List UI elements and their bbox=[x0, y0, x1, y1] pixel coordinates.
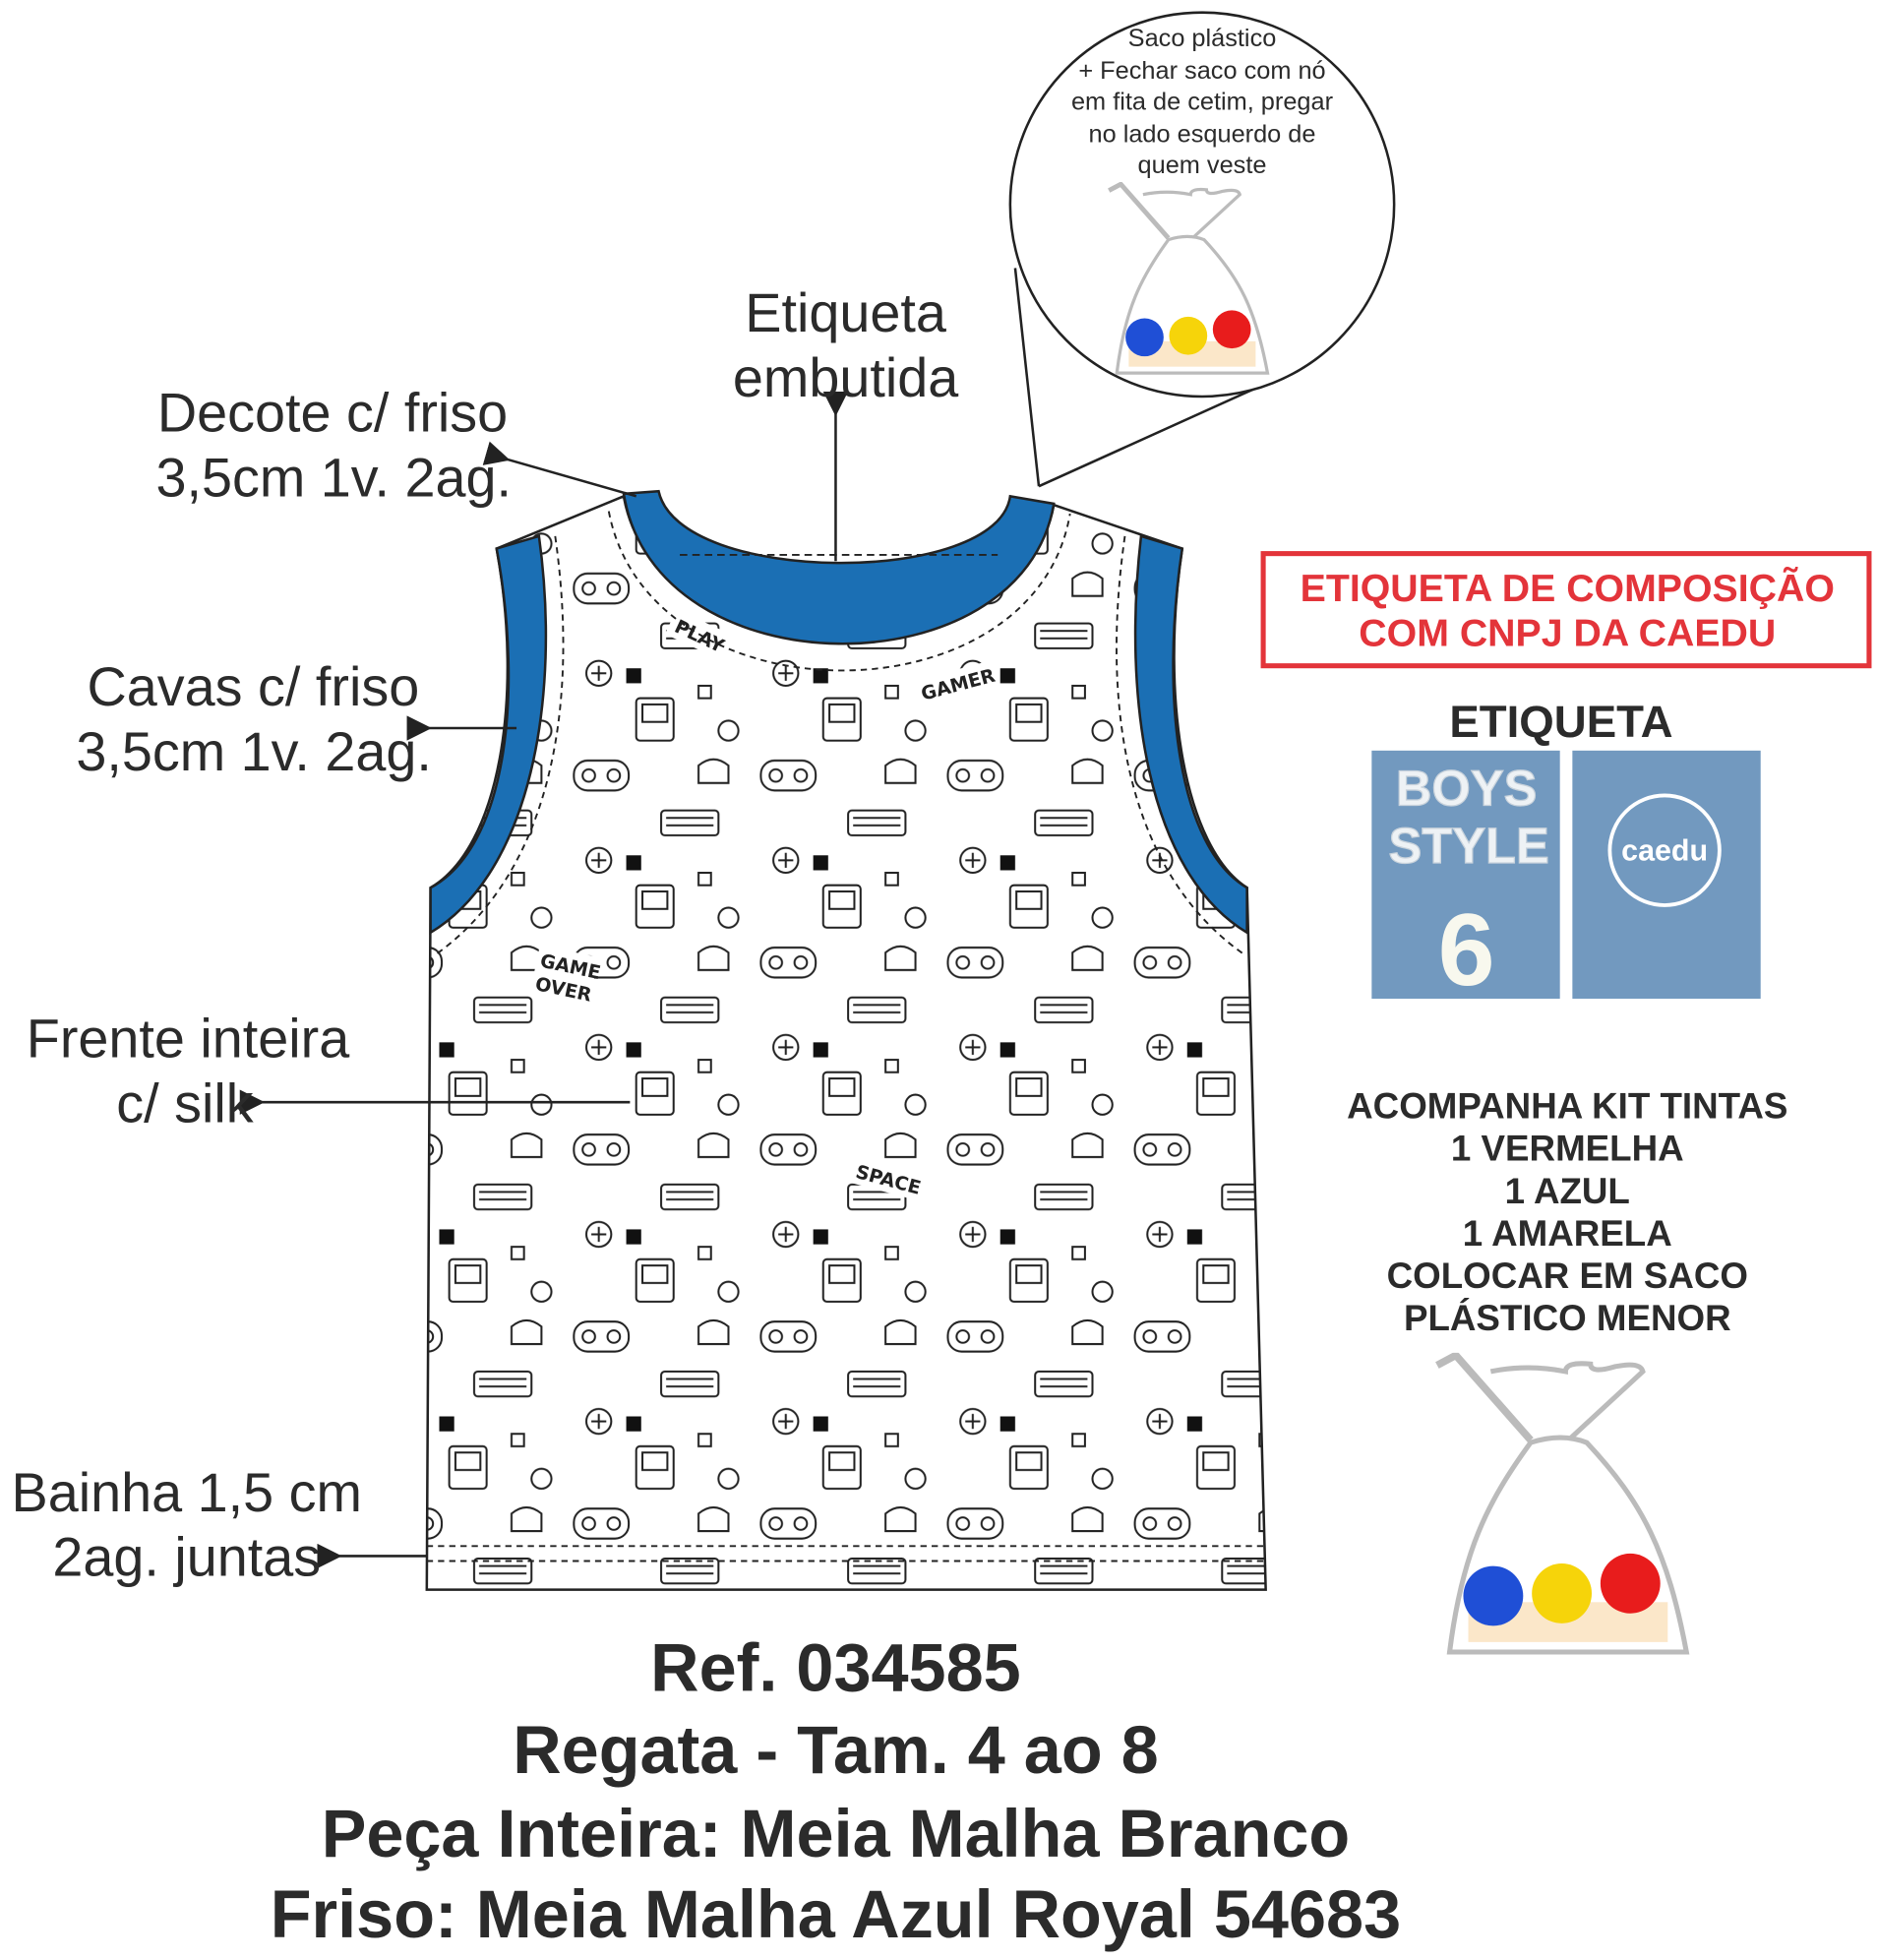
size-number: 6 bbox=[1438, 893, 1495, 1008]
composition-label-box: ETIQUETA DE COMPOSIÇÃO COM CNPJ DA CAEDU bbox=[1260, 551, 1872, 669]
callout-decote: Decote c/ friso bbox=[157, 382, 508, 443]
callout-bainha: 2ag. juntas bbox=[52, 1527, 321, 1588]
bag-detail-text: em fita de cetim, pregar bbox=[1071, 89, 1334, 116]
kit-note: 1 AMARELA bbox=[1463, 1213, 1672, 1254]
armhole-band-left bbox=[429, 534, 548, 936]
caedu-logo: caedu bbox=[1621, 833, 1708, 867]
kit-notes: ACOMPANHA KIT TINTAS 1 VERMELHA 1 AZUL 1… bbox=[1347, 1086, 1787, 1338]
bag-detail-text: quem veste bbox=[1138, 152, 1267, 179]
label-section-title: ETIQUETA bbox=[1449, 697, 1672, 747]
spec-footer: Ref. 034585 Regata - Tam. 4 ao 8 Peça In… bbox=[271, 1630, 1401, 1952]
paint-kit-bag-icon bbox=[1437, 1355, 1686, 1652]
armhole-stitch-left bbox=[436, 535, 565, 955]
callout-etiqueta-embutida: embutida bbox=[733, 347, 958, 408]
kit-note: 1 AZUL bbox=[1505, 1171, 1630, 1211]
fabric-trim: Friso: Meia Malha Azul Royal 54683 bbox=[271, 1877, 1401, 1952]
neck-stitch bbox=[607, 511, 1071, 672]
callout-lines bbox=[239, 268, 1260, 1569]
armhole-band-right bbox=[1133, 534, 1248, 936]
callout-frente: Frente inteira bbox=[27, 1009, 349, 1070]
bag-detail-text: Saco plástico bbox=[1128, 25, 1277, 52]
tank-top-drawing: PLAY GAMER SPACE GAME OVER bbox=[425, 489, 1267, 1591]
callout-cavas: 3,5cm 1v. 2ag. bbox=[76, 721, 432, 782]
boys-style-text: BOYS bbox=[1396, 761, 1538, 817]
kit-note: ACOMPANHA KIT TINTAS bbox=[1347, 1086, 1787, 1127]
product-size-range: Regata - Tam. 4 ao 8 bbox=[513, 1713, 1158, 1788]
callout-etiqueta-embutida: Etiqueta bbox=[745, 282, 946, 343]
boys-style-label: BOYS STYLE 6 bbox=[1371, 750, 1560, 1008]
fabric-main: Peça Inteira: Meia Malha Branco bbox=[322, 1797, 1350, 1871]
neck-band bbox=[622, 489, 1056, 645]
composition-label-text: ETIQUETA DE COMPOSIÇÃO bbox=[1301, 567, 1835, 610]
caedu-label: caedu bbox=[1572, 750, 1761, 1000]
boys-style-text: STYLE bbox=[1389, 818, 1549, 874]
kit-note: COLOCAR EM SACO bbox=[1387, 1256, 1748, 1296]
bag-detail-text: + Fechar saco com nó bbox=[1078, 57, 1325, 85]
callout-cavas: Cavas c/ friso bbox=[88, 656, 420, 717]
callout-frente: c/ silk bbox=[116, 1072, 254, 1133]
kit-note: PLÁSTICO MENOR bbox=[1404, 1298, 1731, 1338]
composition-label-text: COM CNPJ DA CAEDU bbox=[1359, 611, 1776, 654]
bag-detail-text: no lado esquerdo de bbox=[1089, 120, 1316, 148]
bag-detail-callout: Saco plástico + Fechar saco com nó em fi… bbox=[1008, 11, 1396, 398]
callout-bainha: Bainha 1,5 cm bbox=[12, 1462, 362, 1523]
reference-number: Ref. 034585 bbox=[650, 1630, 1021, 1705]
kit-note: 1 VERMELHA bbox=[1451, 1129, 1684, 1169]
callout-decote: 3,5cm 1v. 2ag. bbox=[155, 447, 512, 508]
armhole-stitch-right bbox=[1116, 535, 1244, 955]
